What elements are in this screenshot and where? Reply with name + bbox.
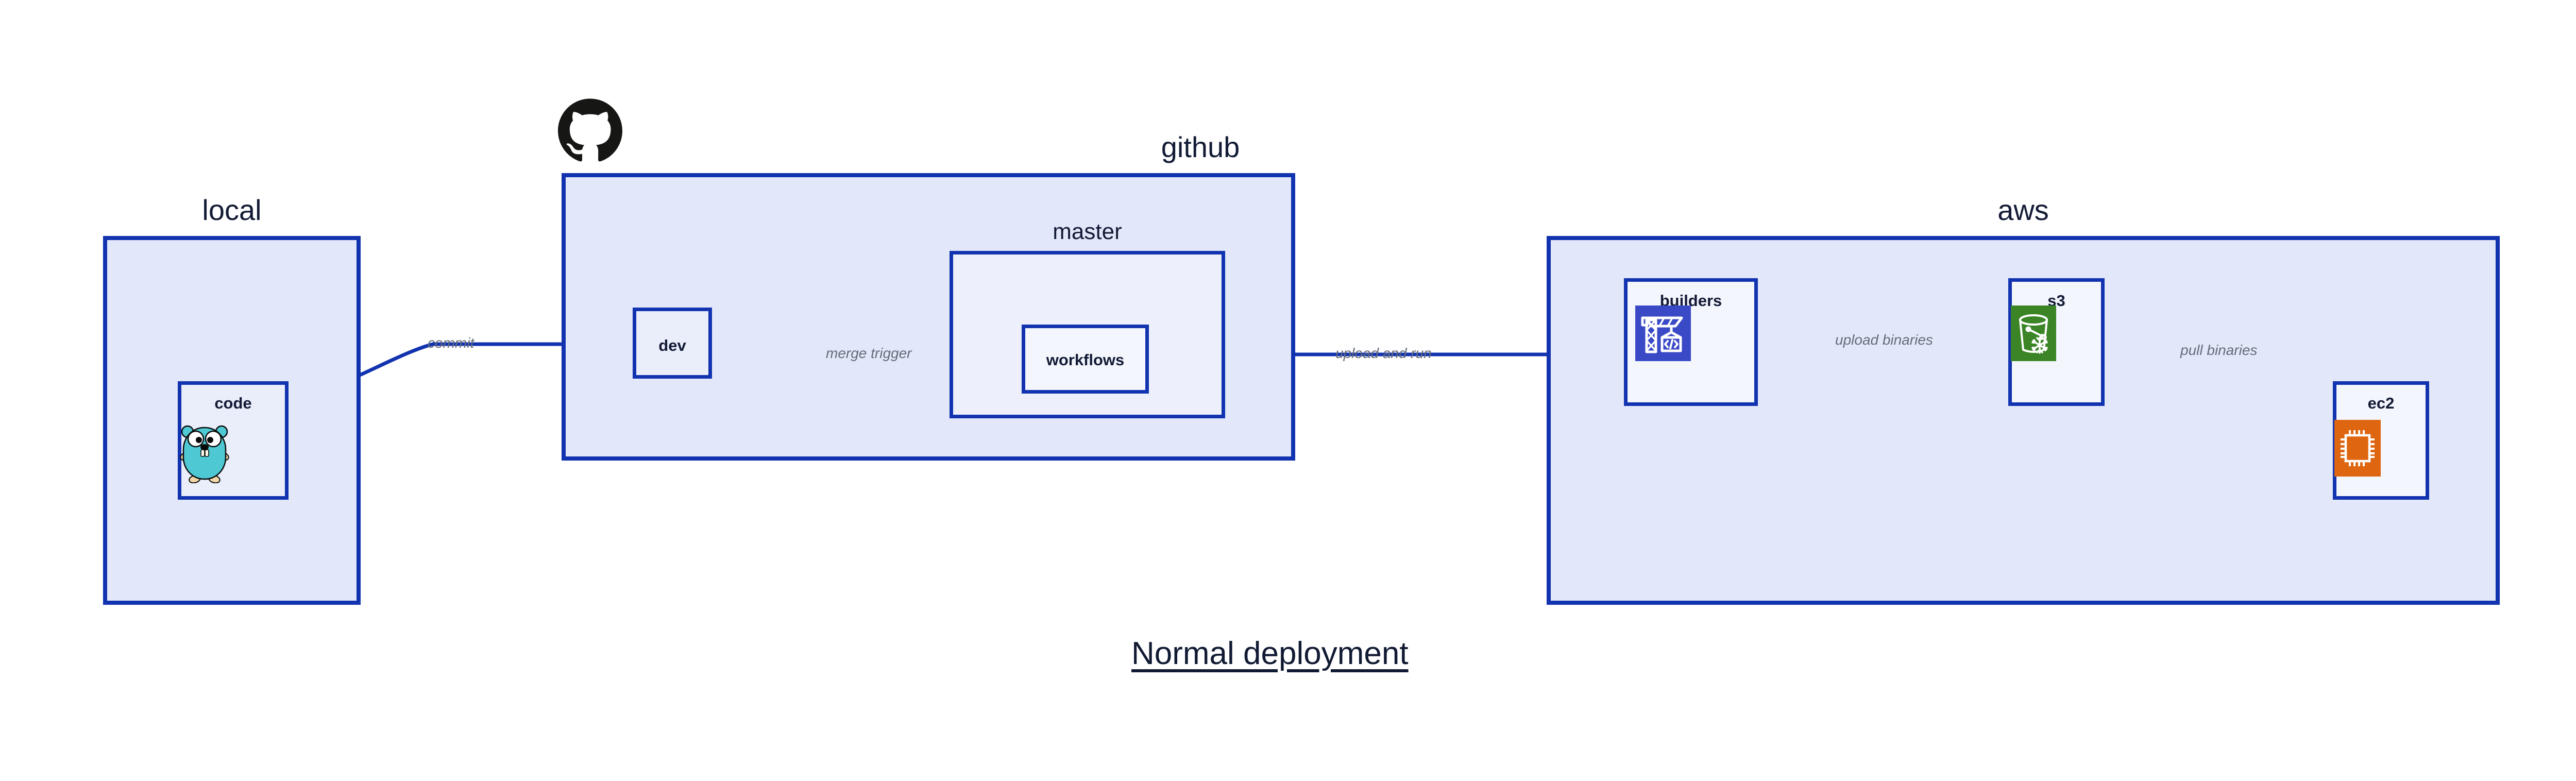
node-s3[interactable] [2008, 278, 2105, 406]
node-dev[interactable] [633, 308, 712, 379]
node-ec2-label: ec2 [2367, 394, 2395, 412]
node-workflows-label: workflows [1046, 351, 1125, 369]
group-github-label: github [1161, 131, 1240, 163]
edge-label-merge-trigger: merge trigger [826, 345, 912, 361]
aws-ec2-icon [2334, 420, 2381, 477]
edge-label-upload-binaries: upload binaries [1835, 332, 1933, 348]
node-code-label: code [214, 394, 252, 412]
node-master-label: master [1053, 219, 1122, 244]
edge-label-pull-binaries: pull binaries [2180, 342, 2258, 358]
go-gopher-icon [176, 421, 233, 484]
edge-label-commit: commit [428, 335, 474, 351]
group-aws-label: aws [1997, 194, 2049, 226]
node-workflows[interactable] [1022, 325, 1149, 394]
group-local-label: local [202, 194, 262, 226]
aws-codebuild-icon [1635, 305, 1691, 361]
github-octocat-icon [558, 98, 622, 164]
diagram-title: Normal deployment [1131, 636, 1409, 671]
aws-s3-icon [2011, 305, 2056, 361]
node-dev-label: dev [658, 336, 686, 354]
edge-label-upload-and-run: upload and run [1335, 345, 1432, 361]
